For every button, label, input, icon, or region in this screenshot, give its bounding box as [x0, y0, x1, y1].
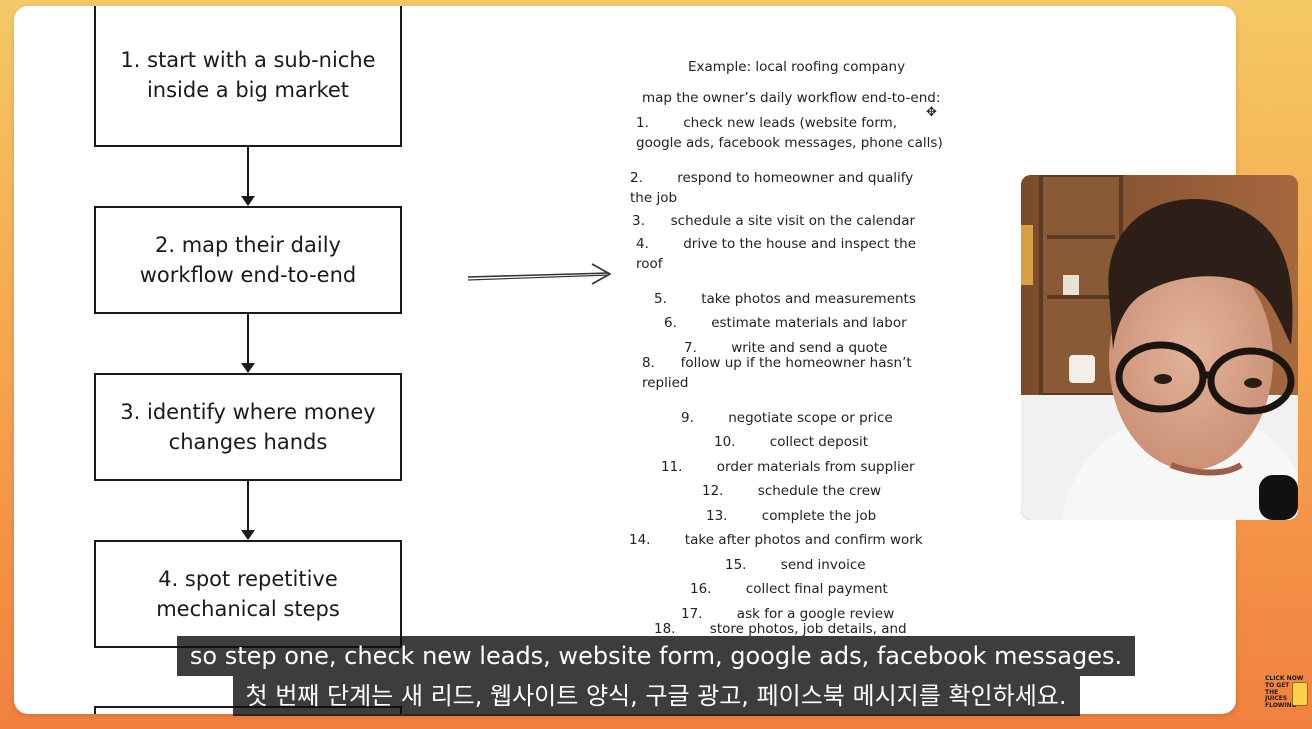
example-line: replied [642, 375, 689, 391]
channel-logo[interactable]: CLICK NOW TO GET THE JUICES FLOWING [1265, 675, 1310, 716]
arrow-right-icon [467, 263, 612, 285]
captions: so step one, check new leads, website fo… [0, 636, 1312, 716]
example-intro: map the owner’s daily workflow end-to-en… [642, 90, 941, 106]
example-title: Example: local roofing company [688, 59, 906, 75]
webcam-overlay [1021, 175, 1298, 520]
move-cursor-icon: ✥ [926, 105, 937, 120]
logo-line: TO GET [1265, 681, 1290, 689]
flow-step-4: 4. spot repetitive mechanical steps [94, 540, 402, 648]
arrow-down-icon [241, 147, 255, 206]
example-line: 15. send invoice [725, 557, 866, 573]
example-line: 3. schedule a site visit on the calendar [632, 213, 916, 229]
logo-line: CLICK NOW [1265, 675, 1304, 682]
arrow-down-icon [241, 314, 255, 373]
example-line: 14. take after photos and confirm work [629, 532, 923, 548]
arrow-down-icon [241, 481, 255, 540]
example-line: 16. collect final payment [690, 581, 888, 597]
example-line: 12. schedule the crew [702, 483, 882, 499]
example-line: 11. order materials from supplier [661, 459, 915, 475]
example-line: google ads, facebook messages, phone cal… [636, 135, 943, 151]
example-line: 5. take photos and measurements [654, 291, 916, 307]
example-line: 1. check new leads (website form, [636, 115, 898, 131]
logo-line: THE [1265, 688, 1279, 696]
juice-glass-icon [1292, 682, 1308, 706]
example-line: roof [636, 256, 663, 272]
example-line: 10. collect deposit [714, 434, 869, 450]
caption-korean: 첫 번째 단계는 새 리드, 웹사이트 양식, 구글 광고, 페이스북 메시지를… [232, 676, 1080, 716]
flow-step-1: 1. start with a sub-niche inside a big m… [94, 6, 402, 147]
flow-step-2: 2. map their daily workflow end-to-end [94, 206, 402, 314]
example-line: 2. respond to homeowner and qualify [630, 170, 914, 186]
example-line: 13. complete the job [706, 508, 877, 524]
example-line: 4. drive to the house and inspect the [636, 236, 917, 252]
example-line: 9. negotiate scope or price [681, 410, 893, 426]
presenter-video [1021, 175, 1298, 520]
flow-step-3: 3. identify where money changes hands [94, 373, 402, 481]
caption-english: so step one, check new leads, website fo… [176, 636, 1136, 676]
example-line: 8. follow up if the homeowner hasn’t [642, 355, 912, 371]
example-line: 7. write and send a quote [684, 340, 888, 356]
logo-line: JUICES [1265, 695, 1288, 703]
example-line: 18. store photos, job details, and [654, 621, 907, 637]
example-line: 6. estimate materials and labor [664, 315, 907, 331]
example-line: the job [630, 190, 678, 206]
logo-line: FLOWING [1265, 702, 1297, 710]
example-line: 17. ask for a google review [681, 606, 895, 622]
